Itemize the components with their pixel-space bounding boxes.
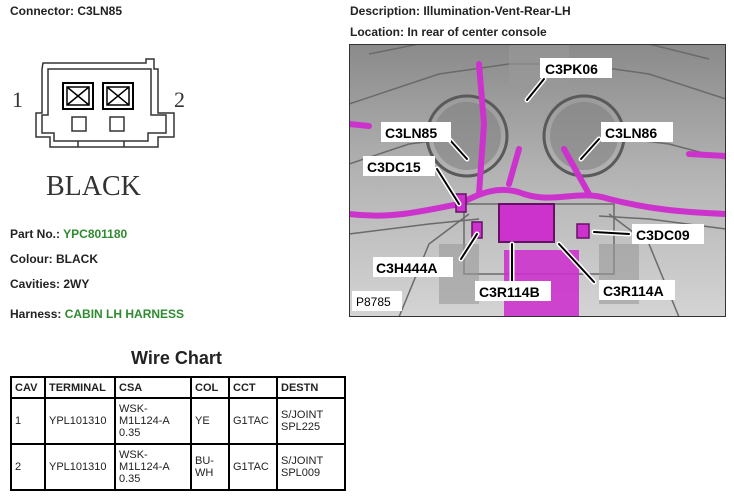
cavities-info: Cavities: 2WY [10, 277, 90, 291]
pin-number-1: 1 [12, 87, 23, 112]
header-csa: CSA [114, 376, 192, 399]
pin-number-2: 2 [174, 87, 185, 112]
callout-c3ln85: C3LN85 [385, 125, 437, 141]
connector-title: Connector: C3LN85 [10, 4, 123, 18]
description: Description: Illumination-Vent-Rear-LH [350, 4, 571, 18]
wire-chart-header-row: CAV TERMINAL CSA COL CCT DESTN [10, 376, 346, 399]
harness-value: CABIN LH HARNESS [64, 307, 185, 321]
callout-c3h444a: C3H444A [376, 260, 437, 276]
pin-cavity-1 [62, 82, 94, 110]
colour-info: Colour: BLACK [10, 252, 98, 266]
harness-info: Harness: CABIN LH HARNESS [10, 307, 185, 321]
photo-id: P8785 [356, 295, 391, 309]
cell-terminal: YPL101310 [44, 397, 116, 445]
callout-c3ln86: C3LN86 [605, 125, 657, 141]
cell-cav: 1 [10, 397, 46, 445]
callout-c3dc09: C3DC09 [636, 227, 690, 243]
cell-cct: G1TAC [228, 397, 278, 445]
harness-routing [349, 61, 726, 219]
wire-chart-title: Wire Chart [131, 348, 222, 368]
part-number: Part No.: YPC801180 [10, 227, 128, 241]
connector-colour-label: BLACK [46, 171, 141, 202]
wire-chart-table: CAV TERMINAL CSA COL CCT DESTN 1 YPL1013… [10, 376, 346, 491]
header-col: COL [190, 376, 230, 399]
location-photo: C3PK06 C3LN85 C3LN86 C3DC15 C3DC09 C3H44… [349, 44, 726, 317]
callout-c3r114a: C3R114A [603, 283, 664, 299]
header-destn: DESTN [276, 376, 346, 399]
callout-c3r114b: C3R114B [479, 284, 540, 300]
header-cct: CCT [228, 376, 278, 399]
part-number-value: YPC801180 [63, 227, 128, 241]
cell-terminal: YPL101310 [44, 443, 116, 491]
header-terminal: TERMINAL [44, 376, 116, 399]
cell-cct: G1TAC [228, 443, 278, 491]
connector-face-diagram: 1 2 BLACK [12, 58, 185, 202]
cell-cav: 2 [10, 443, 46, 491]
callout-c3dc15: C3DC15 [367, 159, 421, 175]
header-cav: CAV [10, 376, 46, 399]
callout-c3pk06: C3PK06 [545, 61, 598, 77]
cell-col: YE [190, 397, 230, 445]
cell-col: BU-WH [190, 443, 230, 491]
pin-cavity-2 [102, 82, 134, 110]
location: Location: In rear of center console [350, 25, 547, 39]
